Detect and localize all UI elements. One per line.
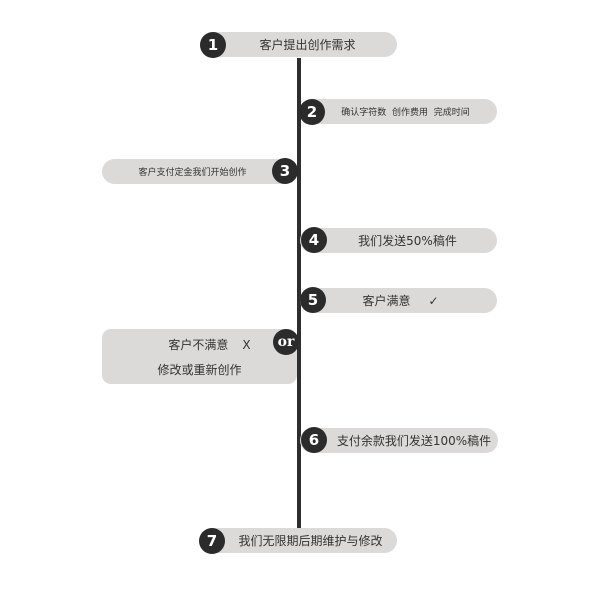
step-4-text: 我们发送50%稿件	[358, 234, 457, 248]
check-icon: ✓	[428, 293, 439, 308]
or-badge: or	[273, 329, 299, 355]
alt-line1: 客户不满意	[168, 338, 229, 352]
alt-line2: 修改或重新创作	[157, 363, 242, 377]
step-5: 客户满意 ✓	[300, 288, 497, 313]
step-7-badge: 7	[199, 528, 225, 554]
step-3-badge: 3	[272, 158, 298, 184]
step-7: 我们无限期后期维护与修改	[200, 528, 397, 553]
step-4: 我们发送50%稿件	[300, 228, 497, 253]
step-3-text: 客户支付定金我们开始创作	[138, 168, 247, 178]
step-2: 确认字符数 创作费用 完成时间	[300, 99, 497, 124]
step-1-text: 客户提出创作需求	[259, 38, 356, 52]
alt-unsatisfied: 客户不满意 X 修改或重新创作	[102, 329, 297, 384]
step-2-badge: 2	[299, 99, 325, 125]
step-5-text: 客户满意	[362, 294, 411, 308]
step-1-badge: 1	[200, 32, 226, 58]
step-4-badge: 4	[301, 227, 327, 253]
x-icon: X	[242, 338, 251, 352]
step-6-badge: 6	[301, 427, 327, 453]
step-6: 支付余款我们发送100%稿件	[300, 428, 498, 453]
step-1: 客户提出创作需求	[200, 32, 397, 57]
step-5-badge: 5	[300, 287, 326, 313]
step-3: 客户支付定金我们开始创作	[102, 159, 297, 184]
step-6-text: 支付余款我们发送100%稿件	[336, 434, 492, 448]
timeline-line	[297, 58, 301, 530]
step-2-text: 确认字符数 创作费用 完成时间	[341, 108, 470, 118]
step-7-text: 我们无限期后期维护与修改	[238, 534, 383, 548]
